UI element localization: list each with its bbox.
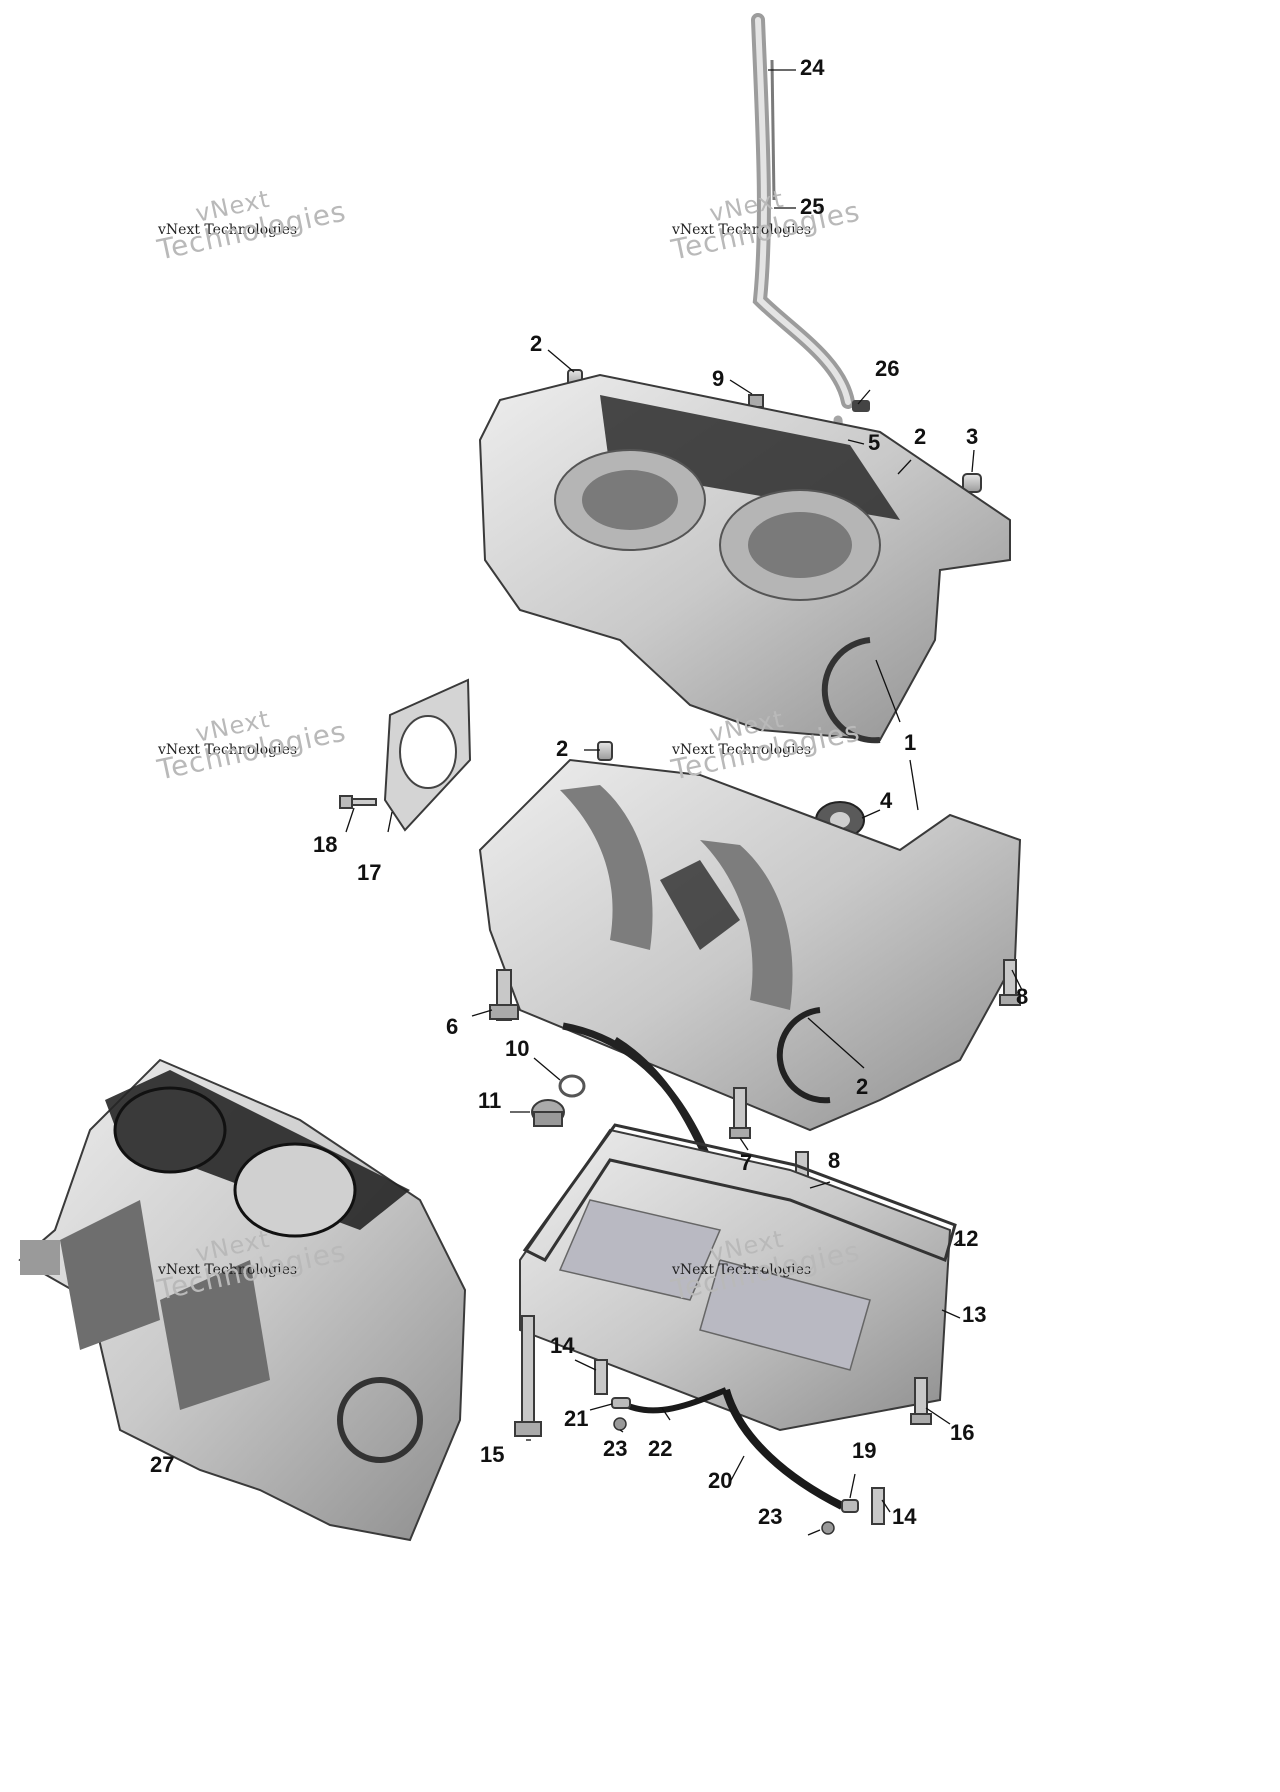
bolt-part-16 (910, 1377, 932, 1425)
plug-part (962, 473, 982, 493)
washer-part (558, 1074, 586, 1098)
bolt-part-14a (594, 1359, 608, 1395)
callout-26: 26 (875, 356, 900, 381)
callout-10: 10 (505, 1036, 530, 1061)
dipstick-part (770, 59, 776, 201)
callout-8: 8 (1016, 984, 1029, 1009)
callout-17: 17 (357, 860, 382, 885)
callout-2: 2 (530, 331, 543, 356)
callout-21: 21 (564, 1406, 589, 1431)
callout-11: 11 (478, 1088, 502, 1113)
callout-12: 12 (954, 1226, 979, 1251)
bolt-part-8a (999, 959, 1021, 1006)
screw-part-18 (339, 795, 377, 809)
callout-3: 3 (966, 424, 979, 449)
dowel-pin-part (597, 741, 613, 761)
callout-2: 2 (856, 1074, 869, 1099)
callout-2: 2 (914, 424, 927, 449)
callout-13: 13 (962, 1302, 987, 1327)
clamp-part-23b (821, 1521, 835, 1535)
oil-pan-assembly-part (519, 1123, 957, 1432)
callout-16: 16 (950, 1420, 975, 1445)
callout-14: 14 (550, 1333, 575, 1358)
callout-22: 22 (648, 1436, 673, 1461)
upper-crankcase-part (478, 373, 1011, 744)
leader-lines (345, 69, 1023, 1536)
callout-1: 1 (904, 730, 917, 755)
clamp-part-23a (613, 1417, 627, 1431)
fitting-part-19 (841, 1499, 859, 1513)
drain-plug-part (531, 1099, 565, 1127)
callout-19: 19 (852, 1438, 877, 1463)
fitting-part-21 (611, 1397, 631, 1409)
callout-6: 6 (446, 1014, 459, 1039)
hose-part-22 (624, 1387, 728, 1414)
callout-27: 27 (150, 1452, 175, 1477)
callout-18: 18 (313, 832, 338, 857)
callout-23: 23 (758, 1504, 783, 1529)
bolt-part-15 (514, 1315, 542, 1437)
callout-7: 7 (740, 1150, 753, 1175)
callout-5: 5 (868, 430, 881, 455)
assembled-crankcase-part (18, 1058, 467, 1542)
bolt-part-14b (871, 1487, 885, 1525)
callout-4: 4 (880, 788, 893, 813)
callout-15: 15 (480, 1442, 505, 1467)
bolt-part-7 (729, 1087, 751, 1139)
hose-part-20 (722, 1388, 844, 1510)
lower-crankcase-part (478, 758, 1022, 1132)
callout-9: 9 (712, 366, 725, 391)
callout-25: 25 (800, 194, 825, 219)
callout-24: 24 (800, 55, 825, 80)
callout-2: 2 (556, 736, 569, 761)
clip-part-26 (852, 400, 870, 412)
callout-14: 14 (892, 1504, 917, 1529)
callout-8: 8 (828, 1148, 841, 1173)
callout-20: 20 (708, 1468, 733, 1493)
bolt-part-6 (489, 969, 519, 1021)
callout-23: 23 (603, 1436, 628, 1461)
